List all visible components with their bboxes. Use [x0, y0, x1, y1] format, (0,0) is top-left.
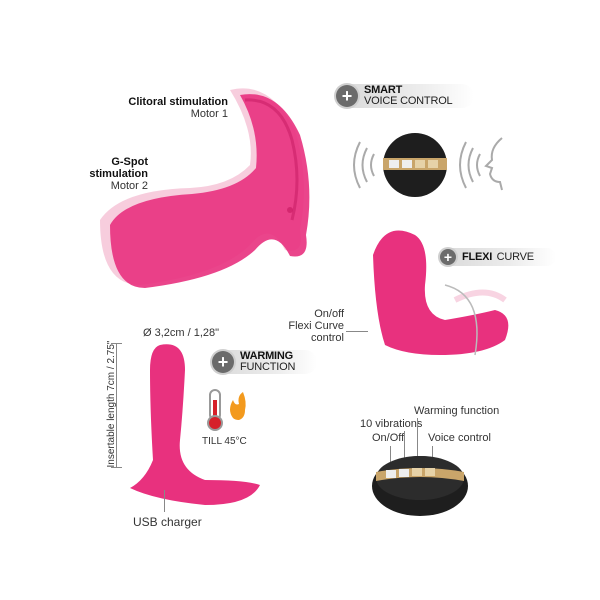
plus-icon: +	[440, 249, 456, 265]
plus-icon: +	[336, 85, 358, 107]
plus-icon: +	[212, 351, 234, 373]
vibrations-pointer	[404, 431, 405, 464]
flexi-product-image	[373, 230, 509, 356]
voice-remote-image	[353, 133, 503, 197]
thermometer-flame-icon	[207, 389, 246, 431]
face-profile-icon	[484, 137, 503, 191]
voice-control-label: Voice control	[428, 432, 491, 444]
warming-product-image	[130, 344, 260, 505]
temperature-label: TILL 45°C	[202, 436, 247, 447]
flexi-bold: FLEXI	[462, 250, 493, 263]
main-product-image	[100, 88, 310, 288]
on-off-label: On/Off	[372, 432, 405, 444]
flexi-control-line2: Flexi Curve	[288, 320, 344, 332]
gspot-label: G-Spot stimulation Motor 2	[68, 156, 148, 192]
warming-function-label: Warming function	[414, 405, 500, 417]
warming-badge-line2: FUNCTION	[240, 361, 296, 373]
warming-function-badge: + WARMING FUNCTION	[212, 350, 318, 374]
flexi-control-line1: On/off	[314, 308, 344, 320]
curve-arrow-icon	[444, 284, 478, 356]
warming-pointer	[417, 418, 418, 464]
diameter-label: Ø 3,2cm / 1,28"	[143, 327, 220, 339]
flexi-control-line3: control	[310, 332, 344, 344]
smart-voice-control-badge: + SMART VOICE CONTROL	[336, 84, 475, 108]
voice-badge-line1: SMART	[364, 84, 403, 96]
clitoral-motor: Motor 1	[190, 108, 228, 120]
usb-charger-label: USB charger	[133, 515, 202, 529]
clitoral-label: Clitoral stimulation Motor 1	[128, 96, 228, 120]
on-off-pointer	[390, 446, 391, 464]
insertable-length-label: Insertable length 7cm / 2.75"	[106, 340, 117, 468]
length-dimension-line	[116, 343, 117, 467]
length-tick-top	[111, 343, 122, 344]
voice-badge-line2: VOICE CONTROL	[364, 95, 453, 107]
remote-control-image	[372, 456, 468, 516]
gspot-title: G-Spot stimulation	[89, 156, 148, 180]
clitoral-title: Clitoral stimulation	[128, 96, 228, 108]
gspot-motor: Motor 2	[110, 180, 148, 192]
flame-icon	[230, 392, 246, 420]
usb-pointer	[164, 490, 165, 512]
flexi-control-label: On/off Flexi Curve control	[280, 308, 344, 344]
voice-pointer	[432, 446, 433, 464]
vibrations-label: 10 vibrations	[360, 418, 423, 430]
sound-waves-right-icon	[459, 141, 481, 189]
sound-waves-left-icon	[353, 141, 375, 189]
length-tick-bottom	[111, 467, 122, 468]
flexi-curve-badge: + FLEXI CURVE	[440, 248, 556, 266]
flexi-control-pointer	[346, 331, 368, 332]
flexi-regular: CURVE	[496, 250, 535, 263]
warming-badge-line1: WARMING	[240, 350, 293, 362]
